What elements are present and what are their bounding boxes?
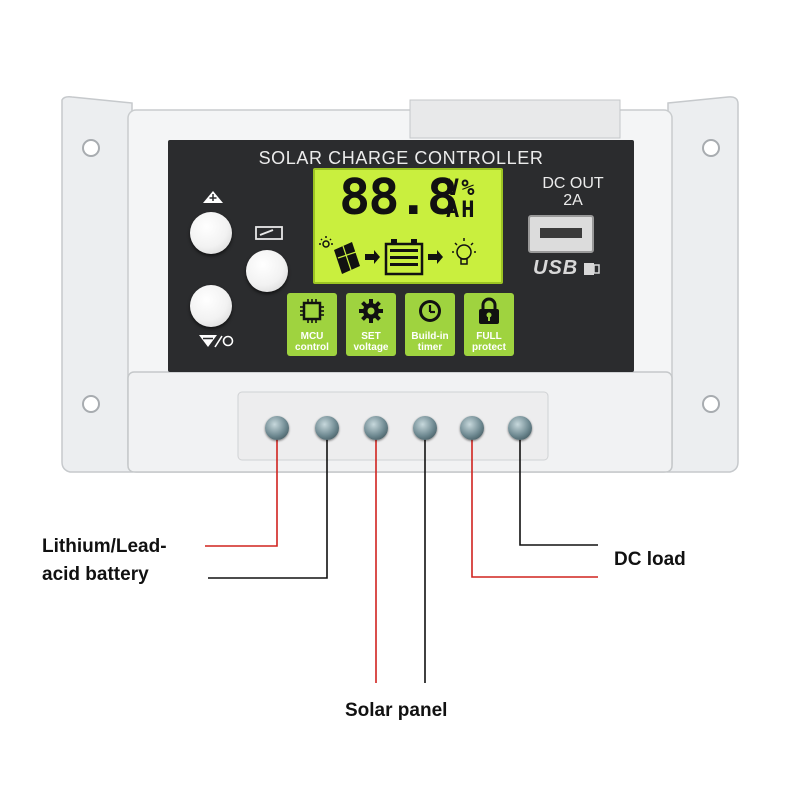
feature-label-line2: control xyxy=(295,342,329,353)
dc-load-callout: DC load xyxy=(614,549,686,570)
lcd-unit-bottom: AH xyxy=(446,198,477,223)
menu-button[interactable] xyxy=(246,250,288,292)
lcd-units: V% AH xyxy=(446,178,477,222)
battery-callout-line2: acid battery xyxy=(42,564,149,585)
feature-label-line2: timer xyxy=(417,342,443,353)
gear-icon xyxy=(359,299,383,323)
solar-panel-icon xyxy=(334,242,360,274)
usb-logo: USB xyxy=(533,257,579,279)
load-positive-wire xyxy=(471,432,598,578)
feature-build-in-timer: Build-in timer xyxy=(405,293,455,356)
battery-callout-line1: Lithium/Lead- xyxy=(42,536,167,557)
feature-label-line1: FULL xyxy=(476,331,502,342)
arrow-right-icon-2 xyxy=(428,250,443,264)
dc-out-line2: 2A xyxy=(563,192,583,209)
battery-negative-terminal xyxy=(315,416,339,440)
lcd-unit-top: V% xyxy=(446,176,477,201)
down-button[interactable] xyxy=(190,285,232,327)
lock-icon xyxy=(479,297,499,324)
battery-negative-wire xyxy=(208,432,328,579)
solar-negative-terminal xyxy=(413,416,437,440)
usb-plug-icon xyxy=(584,263,600,275)
feature-label: FULL protect xyxy=(464,331,514,353)
feature-label: MCU control xyxy=(287,331,337,353)
clock-icon xyxy=(419,300,441,322)
battery-positive-wire xyxy=(205,432,278,547)
dc-out-label: DC OUT 2A xyxy=(528,175,618,209)
feature-label-line1: SET xyxy=(361,331,381,342)
battery-callout: Lithium/Lead- acid battery xyxy=(42,534,167,588)
feature-label: Build-in timer xyxy=(405,331,455,353)
usb-port-tongue xyxy=(540,228,582,238)
feature-label-line1: Build-in xyxy=(411,331,449,342)
feature-label-line2: voltage xyxy=(353,342,389,353)
lcd-readout: 88.8 xyxy=(339,169,458,227)
solar-panel-callout: Solar panel xyxy=(345,700,448,721)
arrow-right-icon xyxy=(365,250,380,264)
feature-set-voltage: SET voltage xyxy=(346,293,396,356)
solar-positive-terminal xyxy=(364,416,388,440)
feature-label-line2: protect xyxy=(472,342,506,353)
up-button[interactable] xyxy=(190,212,232,254)
chip-icon xyxy=(300,299,324,323)
feature-label-line1: MCU xyxy=(300,331,324,342)
feature-label: SET voltage xyxy=(346,331,396,353)
battery-icon xyxy=(384,239,424,276)
down-arrow-icon xyxy=(199,335,234,348)
lcd-flow-icons xyxy=(319,236,476,276)
load-positive-terminal xyxy=(460,416,484,440)
battery-positive-terminal xyxy=(265,416,289,440)
load-switch-icon xyxy=(255,226,283,240)
feature-full-protect: FULL protect xyxy=(464,293,514,356)
load-negative-wire xyxy=(519,432,598,546)
sun-icon xyxy=(319,236,333,248)
product-title: SOLAR CHARGE CONTROLLER xyxy=(258,148,544,168)
feature-mcu-control: MCU control xyxy=(287,293,337,356)
dc-out-line1: DC OUT xyxy=(542,175,604,192)
up-arrow-icon xyxy=(203,191,223,203)
bulb-icon xyxy=(452,238,476,265)
load-negative-terminal xyxy=(508,416,532,440)
